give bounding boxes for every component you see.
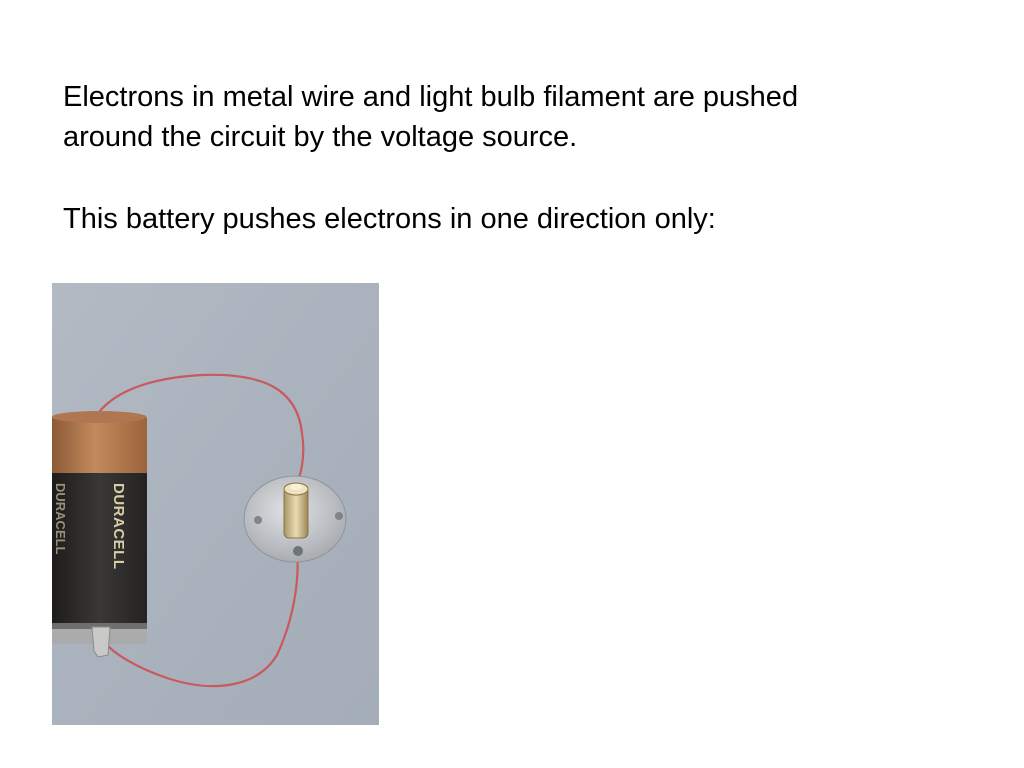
battery-copper-top [52, 415, 147, 477]
paragraph-battery: This battery pushes electrons in one dir… [63, 203, 716, 235]
paragraph-electrons-line-1: Electrons in metal wire and light bulb f… [63, 81, 799, 113]
paragraph-electrons-line-2: around the circuit by the voltage source… [63, 121, 578, 153]
circuit-photo: DURACELL DURACELL [52, 283, 379, 725]
battery-brand-label-side: DURACELL [53, 483, 68, 555]
base-screw-bottom [293, 546, 303, 556]
base-screw-left [254, 516, 262, 524]
base-screw-right [335, 512, 343, 520]
battery-terminal-tab [91, 626, 111, 658]
battery-brand-label: DURACELL [110, 483, 127, 570]
top-wire [91, 373, 305, 489]
paragraph-electrons: Electrons in metal wire and light bulb f… [63, 77, 798, 157]
bottom-wire [103, 550, 299, 688]
battery-body [52, 473, 147, 631]
